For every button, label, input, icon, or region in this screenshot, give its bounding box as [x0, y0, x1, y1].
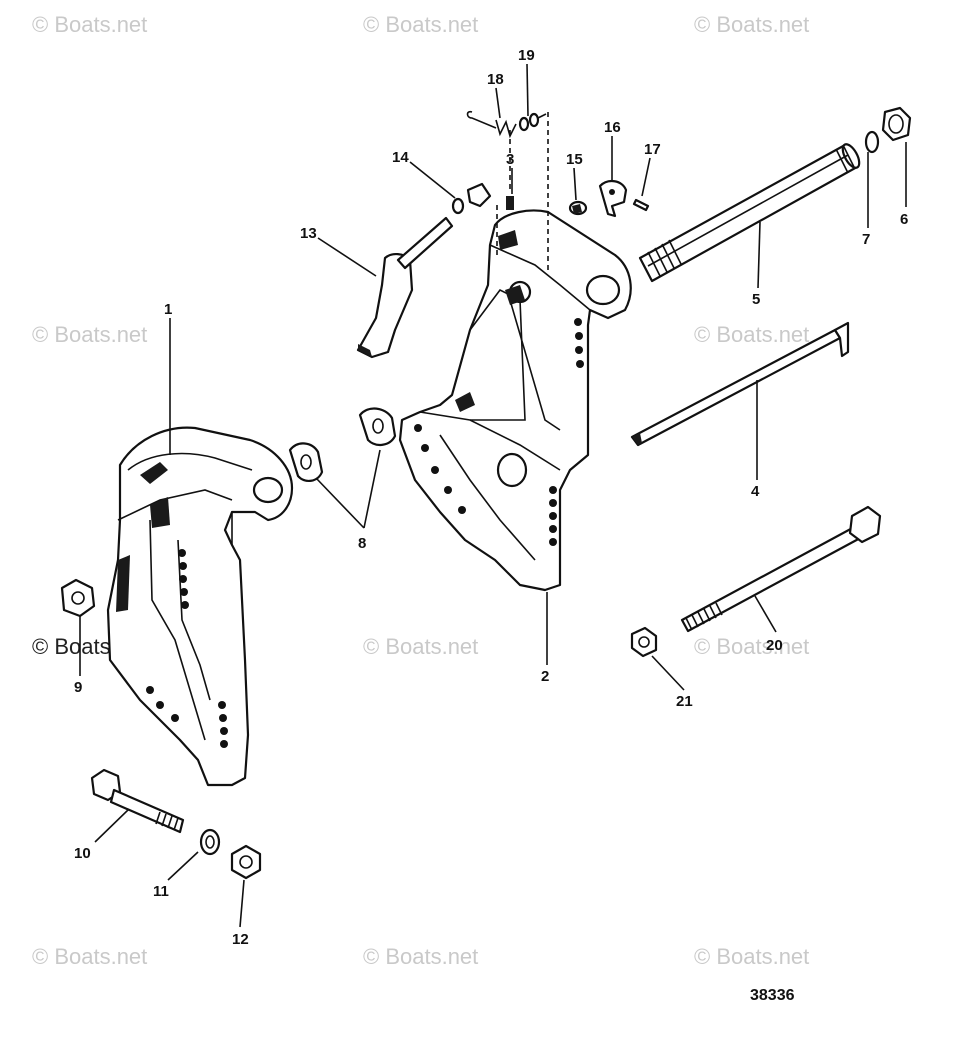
part-18-spring: [466, 110, 517, 139]
callout-1: 1: [164, 301, 172, 318]
watermark: © Boats.net: [363, 944, 478, 969]
assembly-guide-lines: [496, 112, 549, 270]
callout-labels: 1 2 3 4 5 6 7 8 9 10 11 12 13 14 15 16 1…: [74, 47, 908, 948]
part-20-long-bolt: [680, 505, 882, 633]
part-1-left-clamp-bracket: [106, 426, 294, 787]
callout-15: 15: [566, 151, 583, 168]
watermark: © Boats.net: [694, 322, 809, 347]
part-6-tube-nut: [881, 106, 912, 142]
thread-lines: [155, 811, 179, 831]
watermark: © Boats.net: [363, 634, 478, 659]
part-17-pin: [632, 198, 650, 212]
part-10-bolt: [90, 768, 185, 834]
watermark: © Boats.net: [32, 12, 147, 37]
callout-16: 16: [604, 119, 621, 136]
part-3-plunger: [466, 182, 514, 210]
callout-4: 4: [751, 483, 760, 500]
part-12-nut: [230, 844, 262, 880]
watermark: © Boats.net: [694, 944, 809, 969]
callout-12: 12: [232, 931, 249, 948]
part-5-tilt-tube: [638, 143, 861, 283]
callout-13: 13: [300, 225, 317, 242]
callout-2: 2: [541, 668, 549, 685]
figure-number: 38336: [750, 987, 795, 1004]
part-11-washer: [199, 828, 221, 856]
callout-8: 8: [358, 535, 366, 552]
part-4-tilt-pin: [630, 321, 850, 447]
callout-7: 7: [862, 231, 870, 248]
watermark: © Boats.net: [363, 12, 478, 37]
part-13-tilt-lever: [356, 216, 454, 359]
part-15-bushing: [568, 200, 588, 216]
thread-lines: [647, 144, 856, 277]
callout-18: 18: [487, 71, 504, 88]
callout-10: 10: [74, 845, 91, 862]
callout-9: 9: [74, 679, 82, 696]
bracket-adjustment-holes: [146, 549, 228, 748]
part-2-right-clamp-bracket: [398, 209, 632, 592]
callout-19: 19: [518, 47, 535, 64]
bracket-adjustment-holes: [414, 318, 584, 546]
part-7-washer: [864, 130, 880, 154]
callout-20: 20: [766, 637, 783, 654]
callout-5: 5: [752, 291, 760, 308]
watermark: © Boats.net: [694, 12, 809, 37]
part-19-spring-pin: [518, 112, 547, 132]
callout-21: 21: [676, 693, 693, 710]
part-8-thrust-washer: [288, 407, 397, 482]
leader-lines: [79, 63, 907, 928]
watermark: © Boats.net: [32, 322, 147, 347]
callout-17: 17: [644, 141, 661, 158]
part-9-nut: [60, 578, 96, 618]
callout-14: 14: [392, 149, 409, 166]
part-14-retaining-ring: [451, 197, 465, 215]
callout-6: 6: [900, 211, 908, 228]
part-16-latch: [598, 180, 628, 218]
callout-11: 11: [153, 883, 169, 900]
watermark: © Boats.net: [694, 634, 809, 659]
thread-lines: [685, 602, 723, 631]
part-21-nut: [630, 626, 658, 658]
watermark: © Boats.net: [32, 944, 147, 969]
callout-3: 3: [506, 151, 514, 168]
